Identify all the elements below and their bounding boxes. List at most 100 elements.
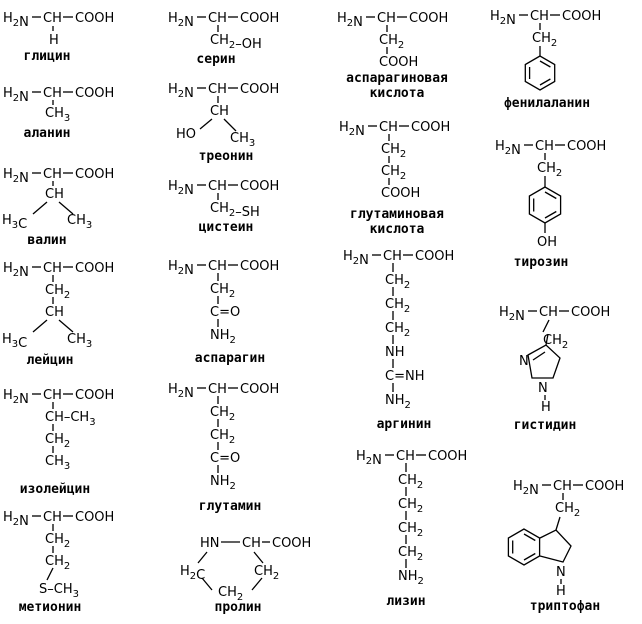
amino-group: H2N xyxy=(3,86,29,105)
amino-acid-name: триптофан xyxy=(530,599,600,614)
side-chain-group: CH2 xyxy=(398,497,423,515)
carboxyl-group: COOH xyxy=(75,388,114,403)
side-chain-group: CH3 xyxy=(67,213,92,231)
alpha-carbon: CH xyxy=(535,139,554,154)
ring-nitrogen: N xyxy=(538,381,548,396)
alpha-carbon: CH xyxy=(43,261,62,276)
alpha-carbon: CH xyxy=(208,82,227,97)
ring-nitrogen: N xyxy=(556,565,566,580)
amino-group: H2N xyxy=(343,249,369,268)
side-chain-group: CH2 xyxy=(398,545,423,563)
carboxyl-group: COOH xyxy=(409,11,448,26)
amino-acid-name: тирозин xyxy=(514,255,569,270)
double-bond-line xyxy=(544,191,557,200)
bond-line xyxy=(542,319,550,333)
alpha-carbon: CH xyxy=(43,510,62,525)
amino-acid-name: треонин xyxy=(199,149,254,164)
amino-group: HN xyxy=(200,536,220,551)
side-chain-group: CH2 xyxy=(532,31,557,49)
carboxyl-group: COOH xyxy=(240,179,279,194)
pyrrole-ring xyxy=(539,529,572,563)
side-chain-group: CH2 xyxy=(398,473,423,491)
side-chain-group: NH2 xyxy=(398,569,424,587)
carboxyl-group: COOH xyxy=(75,167,114,182)
side-chain-group: CH2 xyxy=(379,33,404,51)
amino-acid-name: глутамин xyxy=(199,499,262,514)
alpha-carbon: CH xyxy=(383,249,402,264)
side-chain-group: H xyxy=(49,33,59,48)
side-chain-group: CH2 xyxy=(555,501,580,519)
side-chain-group: H2C xyxy=(180,564,205,583)
side-chain-group: CH2 xyxy=(254,564,279,582)
carboxyl-group: COOH xyxy=(75,261,114,276)
imidazole-ring xyxy=(527,344,561,379)
side-chain-group: COOH xyxy=(379,55,418,70)
double-bond-line xyxy=(539,78,551,86)
amino-acid-name: гистидин xyxy=(514,418,577,433)
carboxyl-group: COOH xyxy=(240,382,279,397)
alpha-carbon: CH xyxy=(208,259,227,274)
amino-acid-name: валин xyxy=(27,233,66,248)
carboxyl-group: COOH xyxy=(571,305,610,320)
side-chain-group: CH2 xyxy=(537,161,562,179)
amino-group: H2N xyxy=(3,388,29,407)
amino-acid-name: фенилаланин xyxy=(504,96,590,111)
side-chain-group: CH2 xyxy=(385,273,410,291)
alpha-carbon: CH xyxy=(396,449,415,464)
amino-group: H2N xyxy=(499,305,525,324)
amino-group: H2N xyxy=(168,179,194,198)
alpha-carbon: CH xyxy=(379,120,398,135)
side-chain-group: NH2 xyxy=(210,474,236,492)
benzene-ring xyxy=(507,528,541,566)
ring-hydrogen: H xyxy=(556,584,566,599)
amino-group: H2N xyxy=(3,167,29,186)
alpha-carbon: CH xyxy=(208,382,227,397)
side-chain-group: CH2 xyxy=(45,283,70,301)
bond-line xyxy=(32,201,48,215)
carboxyl-group: COOH xyxy=(240,82,279,97)
side-chain-group: NH xyxy=(385,345,405,360)
side-chain-group: CH2 xyxy=(210,405,235,423)
alpha-carbon: CH xyxy=(43,167,62,182)
bond-line xyxy=(58,319,74,333)
alpha-carbon: CH xyxy=(43,86,62,101)
amino-group: H2N xyxy=(168,259,194,278)
side-chain-group: OH xyxy=(537,235,557,250)
amino-acid-name: глицин xyxy=(24,49,71,64)
side-chain-group: NH2 xyxy=(385,393,411,411)
amino-group: H2N xyxy=(513,479,539,498)
carboxyl-group: COOH xyxy=(567,139,606,154)
carboxyl-group: COOH xyxy=(240,259,279,274)
side-chain-group: C=O xyxy=(210,451,240,466)
side-chain-group: CH xyxy=(45,187,64,202)
side-chain-group: CH2 xyxy=(398,521,423,539)
carboxyl-group: COOH xyxy=(585,479,624,494)
double-bond-line xyxy=(523,552,536,561)
side-chain-group: CH2–OH xyxy=(210,33,262,52)
side-chain-group: NH2 xyxy=(210,328,236,346)
alpha-carbon: CH xyxy=(377,11,396,26)
side-chain-group: CH xyxy=(45,305,64,320)
bond-line xyxy=(199,118,213,130)
side-chain-group: HO xyxy=(176,127,196,142)
benzene-ring xyxy=(524,55,556,91)
side-chain-group: CH2 xyxy=(45,532,70,550)
double-bond-line xyxy=(544,210,557,219)
bond-line xyxy=(223,118,237,132)
alpha-carbon: CH xyxy=(208,11,227,26)
side-chain-group: C=NH xyxy=(385,369,424,384)
amino-acid-name: цистеин xyxy=(199,220,254,235)
